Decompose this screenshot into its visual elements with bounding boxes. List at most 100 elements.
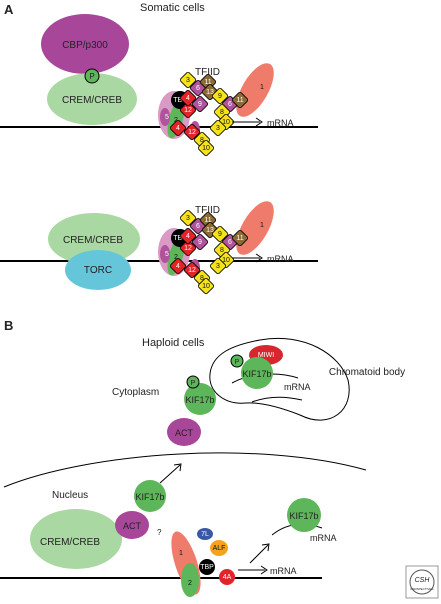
taf-tile-label: 9 <box>218 93 222 100</box>
sub-1-label-2: 1 <box>260 222 264 229</box>
export-arrow-head <box>173 463 182 472</box>
taf-tile-label: 10 <box>202 145 210 152</box>
panel-a-label: A <box>4 2 14 17</box>
taf-tile <box>211 87 229 105</box>
sub1-label-b: 1 <box>179 550 183 557</box>
taf-tile-label: 6 <box>228 101 232 108</box>
taf7l-label: 7L <box>201 531 209 538</box>
taf-tile <box>191 233 209 251</box>
panel-a-title: Somatic cells <box>140 2 205 14</box>
taf-tile-label: 3 <box>216 263 220 270</box>
alf <box>210 540 228 556</box>
tbp-label-2: TBP <box>173 235 187 242</box>
tfiid-label-2: TFIID <box>195 205 220 216</box>
chromatoid-body <box>209 338 350 421</box>
panel-b-title: Haploid cells <box>142 337 205 349</box>
arrow-head-2 <box>255 253 263 263</box>
taf5 <box>160 108 170 126</box>
tbp-nucleus <box>199 559 215 575</box>
kif17b-transport <box>287 498 321 532</box>
taf-tile-label: 8 <box>200 275 204 282</box>
crem-label-2: CREM/CREB <box>63 235 123 246</box>
crem-label-nucleus: CREM/CREB <box>40 537 100 548</box>
taf-tile-label: 3 <box>186 77 190 84</box>
taf-tile <box>169 119 187 137</box>
panel-a-top: CBP/p300 CREM/CREB P TFIID 1 2 TBP 7 5 5… <box>0 14 318 157</box>
taf7l <box>197 528 213 540</box>
taf-tile-label: 9 <box>198 239 202 246</box>
cbp-label: CBP/p300 <box>62 40 108 51</box>
taf4a <box>219 569 235 585</box>
logo-subtext: PERSPECTIVES <box>410 587 433 591</box>
taf-tile <box>231 229 249 247</box>
kif-label-nucleus: KIF17b <box>135 492 164 502</box>
panel-a-bottom: CREM/CREB TORC TFIID 1 2 TBP 7 5 5 36111… <box>0 201 318 295</box>
taf-tile-label: 12 <box>184 107 192 114</box>
nucleus-label: Nucleus <box>52 490 88 501</box>
sub2-label-b: 2 <box>188 580 192 587</box>
kif-label-chromatoid: KIF17b <box>242 369 271 379</box>
taf1-2 <box>236 201 274 255</box>
mrna-label: mRNA <box>267 118 294 128</box>
taf-tile-label: 11 <box>204 217 211 224</box>
taf-tile-label: 10 <box>222 119 230 126</box>
logo-text: CSH <box>415 577 431 584</box>
taf-tile-label: 12 <box>188 129 196 136</box>
sub-2-label-2: 2 <box>174 254 178 261</box>
taf-tile-label: 11 <box>204 79 211 86</box>
taf-tile-label: 12 <box>188 267 196 274</box>
taf-tile-label: 12 <box>184 245 192 252</box>
sub-5-label: 5 <box>165 114 169 121</box>
panel-b-label: B <box>4 318 13 333</box>
taf-tile-label: 8 <box>200 137 204 144</box>
phospho-p <box>84 68 100 84</box>
taf-tile <box>179 209 197 227</box>
taf-tile <box>209 257 227 275</box>
taf-tile-label: 11 <box>236 235 243 242</box>
act-label-cytoplasm: ACT <box>175 428 194 438</box>
taf-tile-label: 9 <box>198 101 202 108</box>
taf-tile <box>179 101 197 119</box>
torc-label: TORC <box>84 265 112 276</box>
taf-tile-label: 10 <box>222 257 230 264</box>
sub-2-label: 2 <box>174 117 178 124</box>
taf-tile-label: 11 <box>236 97 243 104</box>
sub-5-label-2: 5 <box>165 251 169 258</box>
green-subunit-nucleus <box>181 563 199 597</box>
taf-tile-label: 8 <box>220 247 224 254</box>
mrna-nucleus: mRNA <box>270 566 297 576</box>
mrna-chromatoid: mRNA <box>284 382 311 392</box>
taf-tile <box>191 95 209 113</box>
chromatoid-label-1: Chromatoid body <box>329 367 405 378</box>
transport-arrow-head <box>261 543 270 552</box>
act-cytoplasm <box>167 418 201 446</box>
nuclear-envelope <box>3 452 367 488</box>
crem-label: CREM/CREB <box>62 95 122 106</box>
phospho-chromatoid-label: P <box>235 359 240 366</box>
phospho-chromatoid <box>230 354 244 368</box>
tfiid-label: TFIID <box>195 67 220 78</box>
kif-label-transport: KIF17b <box>289 511 318 521</box>
taf1 <box>236 63 274 117</box>
taf-tile <box>197 277 215 295</box>
taf-tile-label: 4 <box>186 95 190 102</box>
cytoplasm-label: Cytoplasm <box>112 387 159 398</box>
export-arrow <box>159 464 181 484</box>
taf-tile <box>197 139 215 157</box>
torc <box>65 250 131 290</box>
sub-1-label: 1 <box>260 84 264 91</box>
csh-logo: CSH PERSPECTIVES <box>405 565 439 599</box>
taf-tile-label: 10 <box>202 283 210 290</box>
kif-label-cytoplasm: KIF17b <box>185 395 214 405</box>
taf-tile-label: 4 <box>186 233 190 240</box>
tbp-label-b: TBP <box>200 564 214 571</box>
kif17b-nucleus <box>134 480 166 512</box>
tbp-label: TBP <box>173 97 187 104</box>
taf-tile <box>209 119 227 137</box>
phospho-cytoplasm-label: P <box>191 380 196 387</box>
phospho-label: P <box>89 72 94 81</box>
taf-tile-label: 6 <box>196 223 200 230</box>
